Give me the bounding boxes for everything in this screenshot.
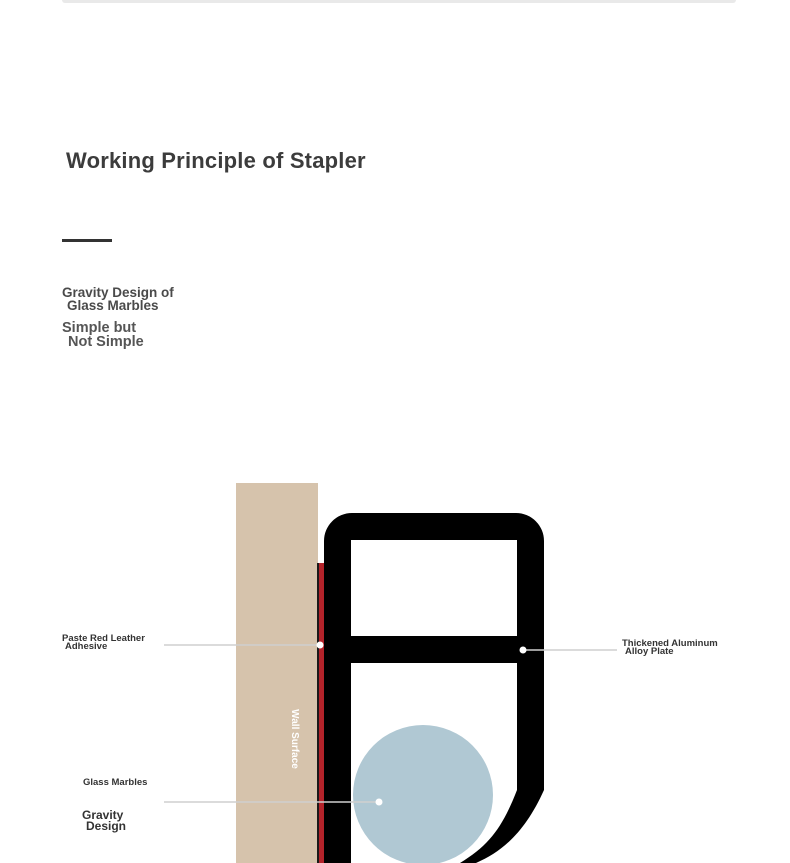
label-gravity-design-line-2: Design <box>86 819 127 833</box>
top-divider <box>62 0 736 3</box>
leader-dot-marbles <box>375 798 383 806</box>
label-aluminum: Thickened Aluminum Alloy Plate <box>622 638 718 657</box>
wall-surface-label: Wall Surface <box>289 709 300 769</box>
subtitle-simple: Simple but Not Simple <box>62 320 144 350</box>
adhesive-strip-edge <box>317 563 319 863</box>
subtitle-gravity-design: Gravity Design of Glass Marbles <box>62 285 174 313</box>
glass-marble <box>353 725 493 863</box>
label-aluminum-line-2: Alloy Plate <box>625 646 674 657</box>
subtitle-gravity-design-line-1: Gravity Design of <box>62 285 174 300</box>
label-glass-marbles: Glass Marbles <box>83 778 147 788</box>
page-title: Working Principle of Stapler <box>66 148 366 173</box>
title-underline <box>62 239 112 242</box>
label-glass-marbles-text: Glass Marbles <box>83 777 148 788</box>
label-adhesive: Paste Red Leather Adhesive <box>62 633 145 652</box>
label-gravity-design: Gravity Design <box>82 808 127 833</box>
label-aluminum-line-1: Thickened Aluminum <box>622 638 718 649</box>
wall-surface <box>236 483 318 863</box>
subtitle-simple-line-2: Not Simple <box>68 334 144 350</box>
label-adhesive-line-1: Paste Red Leather <box>62 633 145 644</box>
subtitle-gravity-design-line-2: Glass Marbles <box>67 298 159 313</box>
leader-dot-adhesive <box>316 641 324 649</box>
label-adhesive-line-2: Adhesive <box>65 641 108 652</box>
aluminum-frame <box>324 513 544 863</box>
subtitle-simple-line-1: Simple but <box>62 320 137 336</box>
adhesive-strip <box>317 563 325 863</box>
leader-dot-aluminum <box>519 646 527 654</box>
label-gravity-design-line-1: Gravity <box>82 808 124 822</box>
